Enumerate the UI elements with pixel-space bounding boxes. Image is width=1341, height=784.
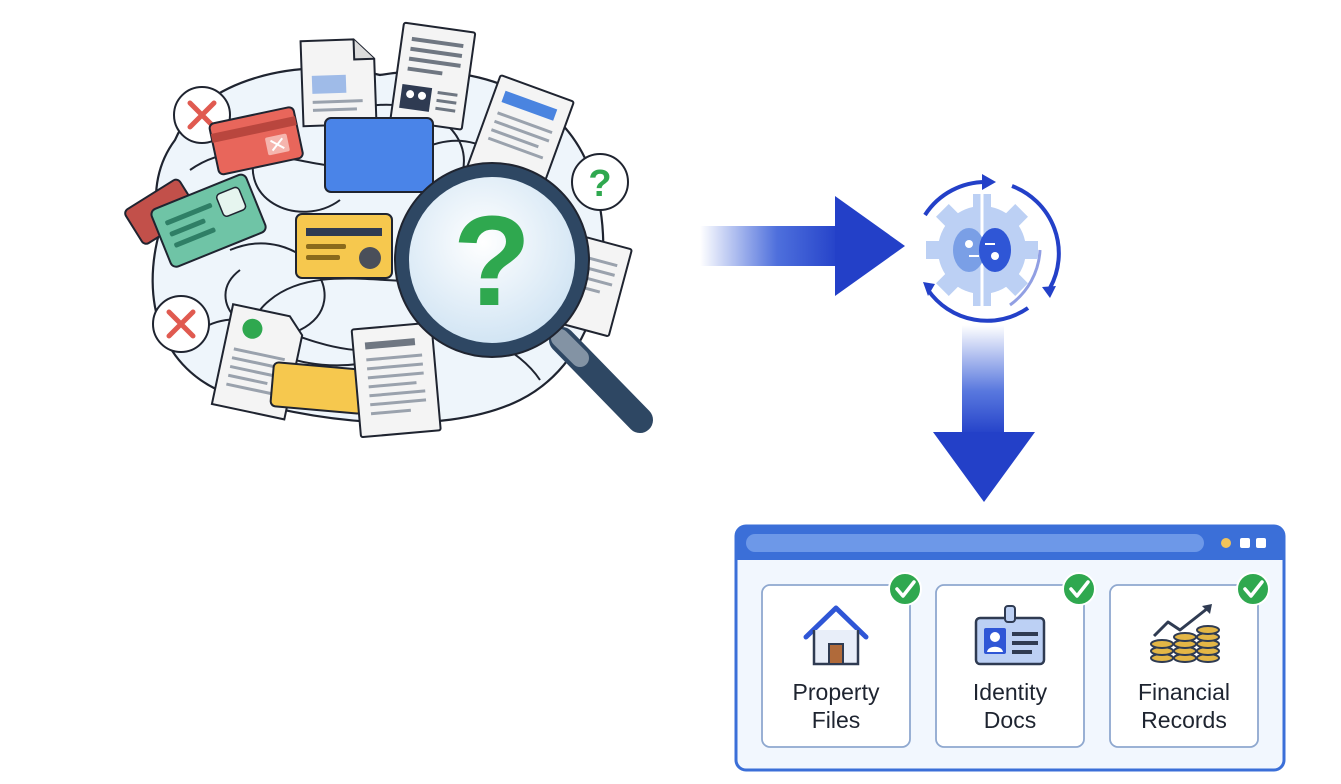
check-icon <box>1062 572 1096 606</box>
card-label-line: Identity <box>972 679 1048 705</box>
document-page <box>465 74 575 197</box>
card-label-line: Docs <box>983 707 1037 733</box>
document-page <box>350 321 442 439</box>
yellow-card <box>295 213 393 279</box>
question-mark: ? <box>453 190 531 333</box>
category-card-identity[interactable] <box>935 584 1085 748</box>
document-page <box>299 38 378 128</box>
card-label-identity: Identity Docs <box>936 678 1084 734</box>
document-page <box>389 21 477 131</box>
flow-arrow-down <box>933 325 1035 502</box>
card-label-line: Financial <box>1137 679 1231 705</box>
error-x-icon <box>152 295 210 353</box>
window-control-dot[interactable] <box>1221 538 1231 548</box>
ai-processing-gear-icon <box>923 174 1061 323</box>
green-card <box>150 173 267 268</box>
document-chaos-cluster: ? <box>124 21 653 439</box>
flow-arrow-right <box>700 196 905 296</box>
category-card-property[interactable] <box>761 584 911 748</box>
category-card-financial[interactable] <box>1109 584 1259 748</box>
coins-chart-icon <box>1150 604 1220 663</box>
check-icon <box>888 572 922 606</box>
card-label-property: Property Files <box>762 678 910 734</box>
window-control-button[interactable] <box>1256 538 1266 548</box>
magnifying-glass-icon: ? <box>394 162 653 433</box>
card-label-line: Property <box>792 679 880 705</box>
blue-folder <box>324 117 434 193</box>
red-card <box>208 106 304 176</box>
question-bubble: ? <box>571 153 629 211</box>
card-label-line: Records <box>1141 707 1227 733</box>
address-bar[interactable] <box>746 534 1204 552</box>
house-icon <box>803 605 869 666</box>
yellow-folder <box>269 361 367 415</box>
organized-window <box>734 524 1286 772</box>
card-label-line: Files <box>811 707 861 733</box>
window-control-button[interactable] <box>1240 538 1250 548</box>
check-icon <box>1236 572 1270 606</box>
card-label-financial: Financial Records <box>1110 678 1258 734</box>
id-card-icon <box>974 605 1046 666</box>
small-question-mark: ? <box>588 163 611 205</box>
